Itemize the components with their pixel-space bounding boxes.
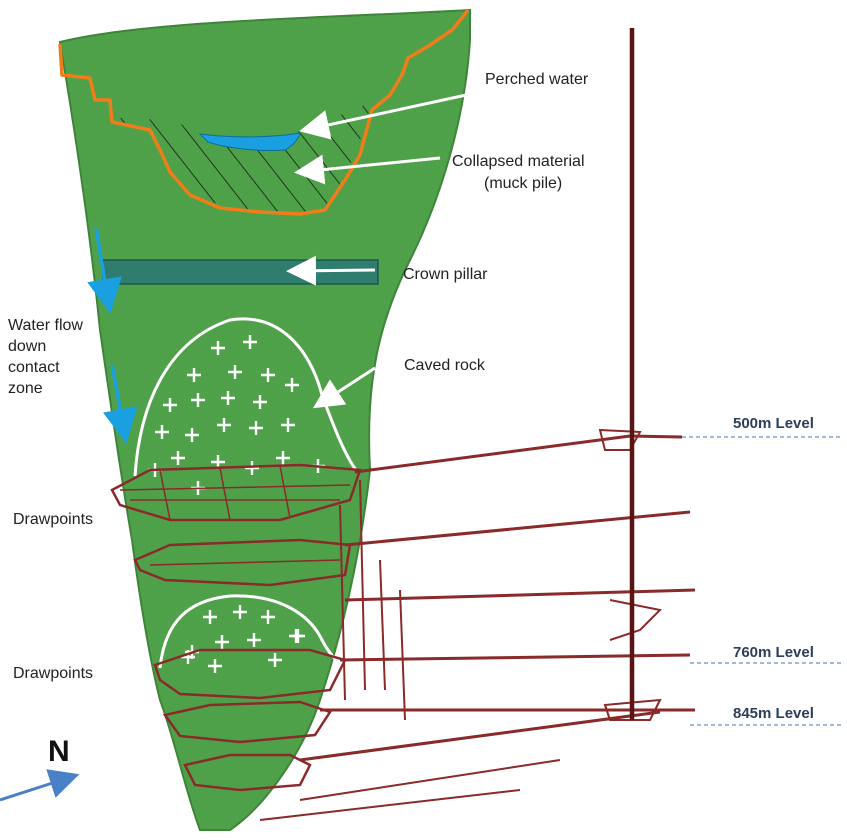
label-level-845: 845m Level [733,705,814,722]
plus-marker [221,391,235,405]
plus-marker [203,610,217,624]
label-level-760: 760m Level [733,644,814,661]
plus-marker [187,368,201,382]
label-perched-water: Perched water [485,71,589,88]
plus-marker [291,629,305,643]
pit-outline [58,8,470,216]
plus-marker [243,335,257,349]
label-muck-pile: (muck pile) [484,175,563,192]
ore-body-texture [60,10,470,830]
plus-marker [276,451,290,465]
north-arrow [0,769,80,802]
label-caved-rock: Caved rock [404,357,485,374]
plus-marker [171,451,185,465]
plus-marker [163,398,177,412]
plus-marker [215,635,229,649]
label-level-500: 500m Level [733,415,814,432]
label-collapsed-material: Collapsed material [452,153,585,170]
caved-rock-lower-outline [158,594,343,669]
plus-marker [191,393,205,407]
plus-marker [185,428,199,442]
plus-marker [217,418,231,432]
plus-marker [281,418,295,432]
plus-marker [181,650,195,664]
label-crown-pillar: Crown pillar [403,266,488,283]
plus-marker [208,659,222,673]
plus-marker [285,378,299,392]
label-water-flow-2: down [8,338,47,355]
label-drawpoints-upper: Drawpoints [13,511,94,528]
callout-arrows [286,90,481,409]
plus-marker [268,653,282,667]
label-drawpoints-lower: Drawpoints [13,665,94,682]
plus-marker [211,341,225,355]
plus-marker [261,610,275,624]
north-label: N [48,735,70,768]
label-water-flow-1: Water flow [8,317,83,334]
caved-rock-outline [133,317,358,477]
plus-marker [261,368,275,382]
perched-water [198,132,301,151]
plus-marker [228,365,242,379]
plus-marker [253,395,267,409]
plus-marker [233,605,247,619]
water-flow-arrows [87,227,138,444]
mine-workings [110,428,696,821]
plus-marker [155,425,169,439]
plus-marker [247,633,261,647]
label-water-flow-3: contact [8,359,60,376]
crown-pillar-slab [102,259,379,285]
label-water-flow-4: zone [8,380,43,397]
plus-marker [249,421,263,435]
